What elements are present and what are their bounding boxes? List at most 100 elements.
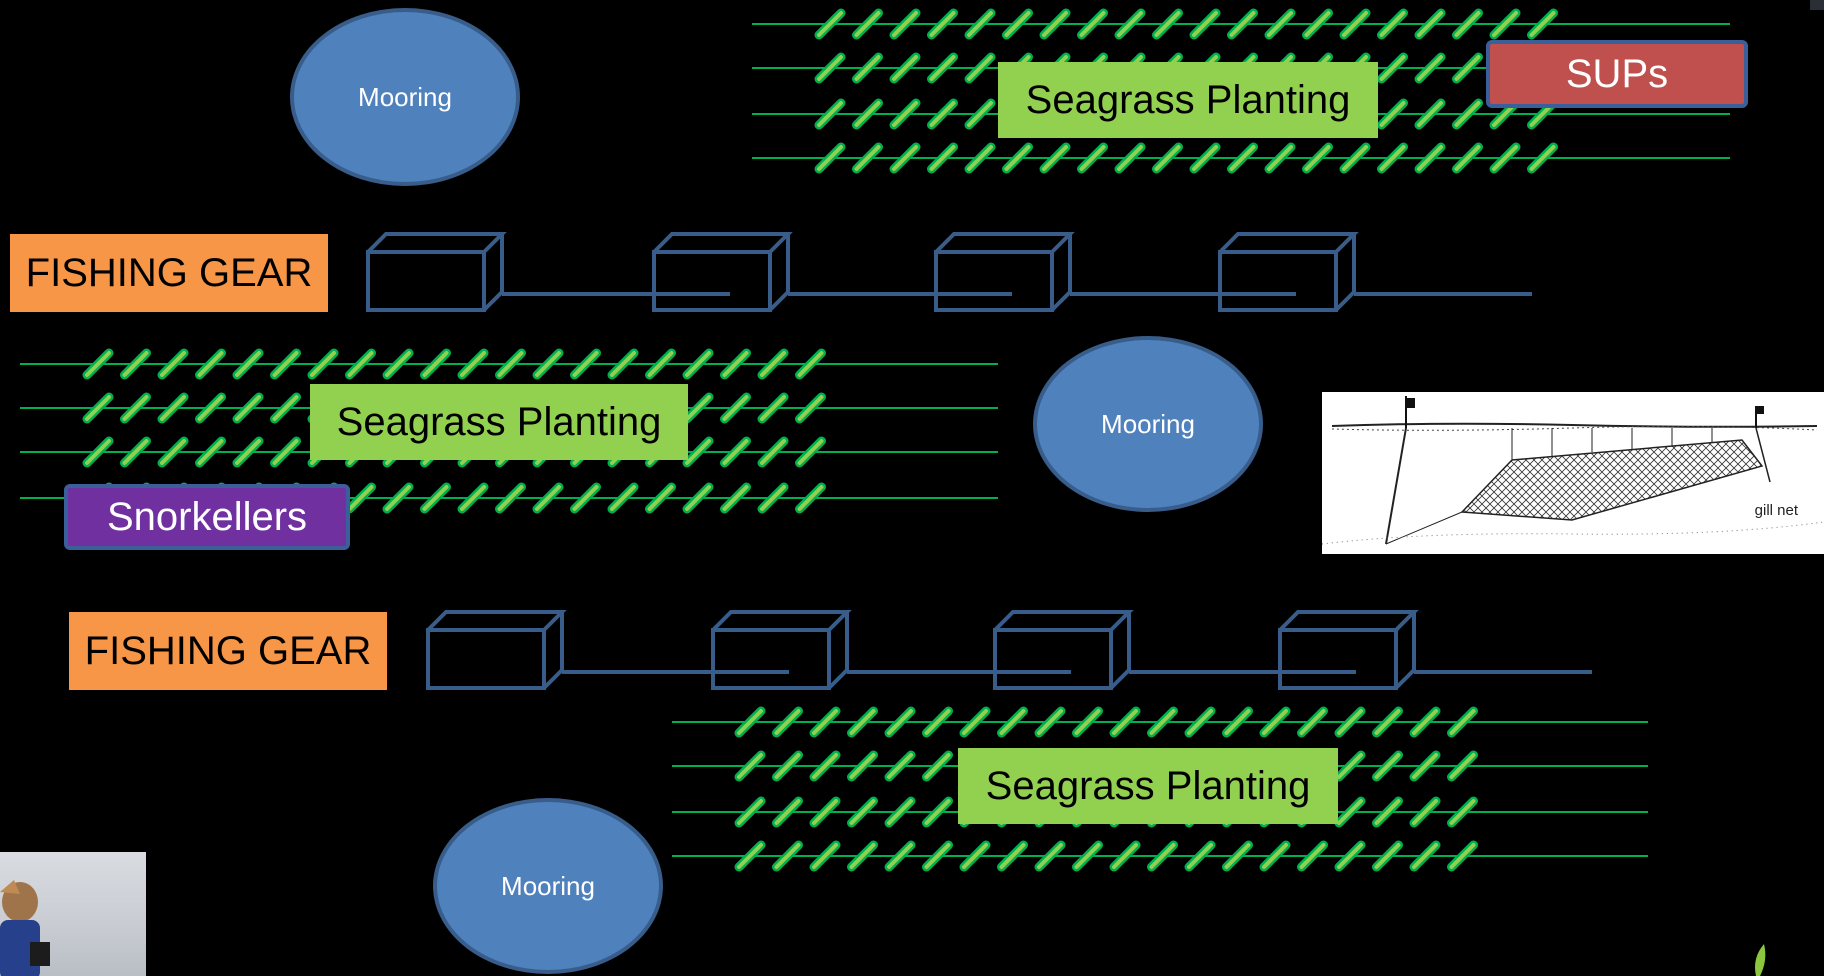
seagrass-stroke-icon bbox=[924, 709, 951, 735]
seagrass-stroke-icon bbox=[924, 799, 951, 825]
fishing-gear-line-lower bbox=[426, 610, 1592, 690]
seagrass-stroke-icon bbox=[722, 439, 749, 465]
seagrass-stroke-icon bbox=[797, 485, 824, 511]
seagrass-stroke-icon bbox=[1117, 145, 1143, 171]
seagrass-stroke-icon bbox=[812, 709, 838, 735]
seagrass-stroke-icon bbox=[1154, 145, 1181, 171]
seagrass-stroke-icon bbox=[887, 753, 913, 779]
seagrass-stroke-icon bbox=[812, 799, 838, 825]
seagrass-stroke-icon bbox=[1342, 145, 1368, 171]
seagrass-stroke-icon bbox=[1004, 11, 1031, 37]
seagrass-stroke-icon bbox=[849, 709, 876, 735]
seagrass-stroke-icon bbox=[197, 351, 224, 377]
seagrass-stroke-icon bbox=[929, 11, 956, 37]
seagrass-stroke-icon bbox=[797, 351, 824, 377]
seagrass-stroke-icon bbox=[1267, 11, 1293, 37]
seagrass-stroke-icon bbox=[647, 485, 674, 511]
seagrass-stroke-icon bbox=[197, 439, 224, 465]
seagrass-stroke-icon bbox=[1112, 843, 1138, 869]
seagrass-stroke-icon bbox=[737, 753, 763, 779]
seagrass-stroke-icon bbox=[737, 799, 763, 825]
seagrass-stroke-icon bbox=[849, 843, 876, 869]
seagrass-stroke-icon bbox=[235, 351, 261, 377]
seagrass-stroke-icon bbox=[272, 439, 299, 465]
seagrass-stroke-icon bbox=[1154, 11, 1181, 37]
seagrass-stroke-icon bbox=[929, 55, 956, 81]
seagrass-stroke-icon bbox=[1374, 799, 1401, 825]
seagrass-stroke-icon bbox=[887, 843, 913, 869]
seagrass-stroke-icon bbox=[1149, 709, 1176, 735]
seagrass-stroke-icon bbox=[422, 485, 449, 511]
seagrass-stroke-icon bbox=[817, 145, 843, 171]
seagrass-stroke-icon bbox=[1374, 753, 1401, 779]
fishing-gear-line-upper bbox=[366, 232, 1532, 312]
seagrass-stroke-icon bbox=[1037, 709, 1063, 735]
seagrass-stroke-icon bbox=[122, 351, 149, 377]
seagrass-stroke-icon bbox=[1449, 753, 1476, 779]
seagrass-stroke-icon bbox=[1412, 753, 1438, 779]
seagrass-stroke-icon bbox=[1337, 799, 1363, 825]
seagrass-stroke-icon bbox=[1299, 709, 1326, 735]
crab-pot-icon bbox=[366, 232, 507, 312]
seagrass-stroke-icon bbox=[1379, 11, 1406, 37]
seagrass-stroke-icon bbox=[854, 101, 881, 127]
seagrass-stroke-icon bbox=[122, 395, 149, 421]
seagrass-stroke-icon bbox=[1337, 709, 1363, 735]
seagrass-stroke-icon bbox=[1374, 709, 1401, 735]
seagrass-stroke-icon bbox=[1299, 843, 1326, 869]
seagrass-stroke-icon bbox=[1192, 145, 1218, 171]
crab-pot-icon bbox=[934, 232, 1075, 312]
seagrass-stroke-icon bbox=[1449, 799, 1476, 825]
seagrass-stroke-icon bbox=[849, 799, 876, 825]
seagrass-stroke-icon bbox=[817, 55, 843, 81]
seagrass-stroke-icon bbox=[160, 351, 186, 377]
seagrass-stroke-icon bbox=[1042, 145, 1068, 171]
seagrass-stroke-icon bbox=[1037, 843, 1063, 869]
seagrass-stroke-icon bbox=[610, 351, 636, 377]
seagrass-stroke-icon bbox=[1449, 843, 1476, 869]
seagrass-stroke-icon bbox=[1224, 843, 1251, 869]
seagrass-stroke-icon bbox=[967, 145, 993, 171]
seagrass-stroke-icon bbox=[797, 439, 824, 465]
seagrass-stroke-icon bbox=[272, 351, 299, 377]
seagrass-stroke-icon bbox=[1187, 843, 1213, 869]
seagrass-stroke-icon bbox=[1417, 11, 1443, 37]
seagrass-stroke-icon bbox=[1004, 145, 1031, 171]
mooring-label: Mooring bbox=[1101, 408, 1195, 439]
seagrass-stroke-icon bbox=[1337, 843, 1363, 869]
seagrass-stroke-icon bbox=[1079, 145, 1106, 171]
seagrass-planting-label-top: Seagrass Planting bbox=[998, 62, 1378, 138]
mooring-label: Mooring bbox=[358, 81, 452, 112]
seagrass-stroke-icon bbox=[737, 709, 763, 735]
seagrass-stroke-icon bbox=[760, 395, 786, 421]
sups-label: SUPs bbox=[1486, 40, 1748, 108]
seagrass-stroke-icon bbox=[929, 101, 956, 127]
seagrass-bed-top bbox=[752, 8, 1730, 174]
seagrass-stroke-icon bbox=[812, 753, 838, 779]
seagrass-stroke-icon bbox=[1112, 709, 1138, 735]
seagrass-stroke-icon bbox=[685, 439, 711, 465]
seagrass-stroke-icon bbox=[235, 439, 261, 465]
seagrass-stroke-icon bbox=[797, 395, 824, 421]
seagrass-stroke-icon bbox=[1417, 55, 1443, 81]
seagrass-stroke-icon bbox=[722, 485, 749, 511]
seagrass-stroke-icon bbox=[1267, 145, 1293, 171]
seagrass-stroke-icon bbox=[1417, 145, 1443, 171]
leaf-logo-icon bbox=[1755, 944, 1766, 976]
seagrass-stroke-icon bbox=[497, 485, 524, 511]
seagrass-stroke-icon bbox=[737, 843, 763, 869]
seagrass-stroke-icon bbox=[887, 709, 913, 735]
seagrass-stroke-icon bbox=[85, 395, 111, 421]
mooring-bottom: Mooring bbox=[433, 798, 663, 974]
seagrass-stroke-icon bbox=[892, 145, 918, 171]
seagrass-stroke-icon bbox=[1529, 145, 1556, 171]
gill-net-caption: gill net bbox=[1754, 502, 1798, 519]
seagrass-stroke-icon bbox=[85, 351, 111, 377]
seagrass-stroke-icon bbox=[122, 439, 149, 465]
crab-pot-icon bbox=[652, 232, 793, 312]
seagrass-stroke-icon bbox=[160, 395, 186, 421]
seagrass-stroke-icon bbox=[235, 395, 261, 421]
seagrass-stroke-icon bbox=[999, 843, 1026, 869]
diver-figure-icon bbox=[0, 880, 50, 976]
